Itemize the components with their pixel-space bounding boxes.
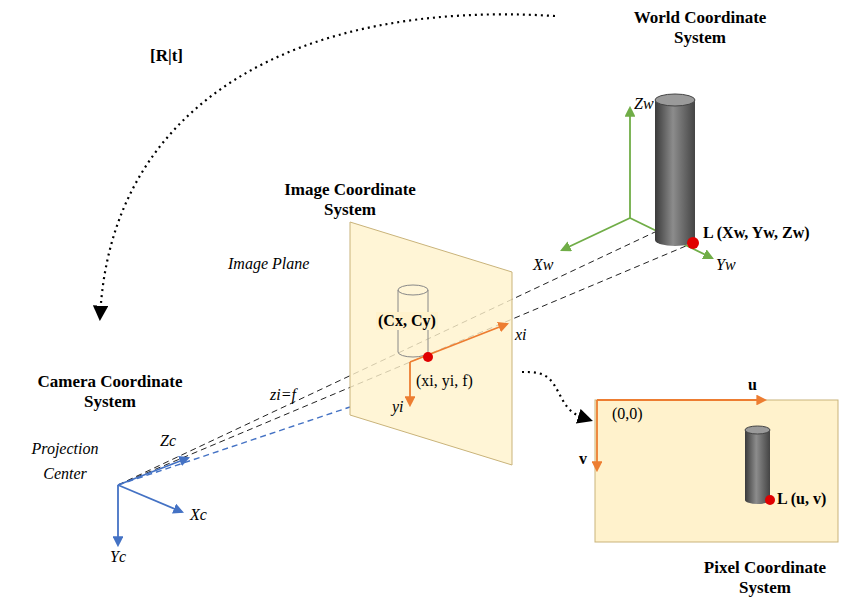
axis-label: u: [748, 376, 757, 394]
cylinder-top: [655, 94, 695, 106]
axis-label: Zw: [634, 95, 654, 113]
axis-label: Yc: [110, 548, 126, 566]
coordinate-label: (Cx, Cy): [376, 312, 438, 330]
axis-label: Projection Center: [20, 437, 110, 487]
axis-label: Zc: [160, 432, 176, 450]
image-plane-node: Image Coordinate System(Cx, Cy)(xi, yi, …: [290, 172, 520, 472]
pixel-point: [765, 495, 775, 505]
world-axis: [562, 218, 630, 250]
cylinder-body: [655, 100, 695, 240]
axis-label: Xw: [533, 256, 553, 274]
optical-axis: [118, 407, 350, 485]
section-heading: Camera Coordinate System: [30, 372, 190, 411]
section-heading: World Coordinate System: [625, 8, 775, 47]
world-axis: [629, 108, 631, 218]
pixel-frame: [595, 400, 838, 542]
axis-label: zi=f: [270, 386, 296, 404]
coordinate-label: (xi, yi, f): [416, 372, 473, 390]
pixel-axis: [596, 400, 598, 470]
image-plane: [350, 222, 512, 465]
section-heading: Pixel Coordinate System: [695, 558, 835, 597]
axis-label: yi: [392, 398, 404, 416]
image-axis: [409, 362, 411, 405]
axis-label: xi: [515, 326, 527, 344]
cylinder-image: [398, 285, 428, 295]
coordinate-label: (0,0): [612, 405, 643, 423]
coordinate-label: L (u, v): [777, 490, 826, 508]
cylinder-body: [745, 430, 770, 500]
camera-axis: [118, 458, 188, 485]
axis-label: Image Plane: [228, 255, 309, 273]
cylinder-top: [745, 426, 770, 434]
world-point: [687, 237, 699, 249]
camera-axis: [117, 485, 119, 545]
image-point: [423, 352, 433, 362]
axis-label: Xc: [190, 506, 207, 524]
axis-label: L (Xw, Yw, Zw): [703, 224, 810, 242]
axis-label: Yw: [716, 256, 736, 274]
camera-axis: [118, 485, 182, 512]
section-heading: Image Coordinate System: [280, 180, 420, 219]
axis-label: [R|t]: [150, 46, 183, 66]
pixel-frame-node: Pixel Coordinate System (0,0) L (u, v): [593, 398, 842, 605]
pixel-axis: [597, 399, 765, 401]
mapping-arrow: [522, 372, 590, 420]
axis-label: v: [579, 450, 587, 468]
